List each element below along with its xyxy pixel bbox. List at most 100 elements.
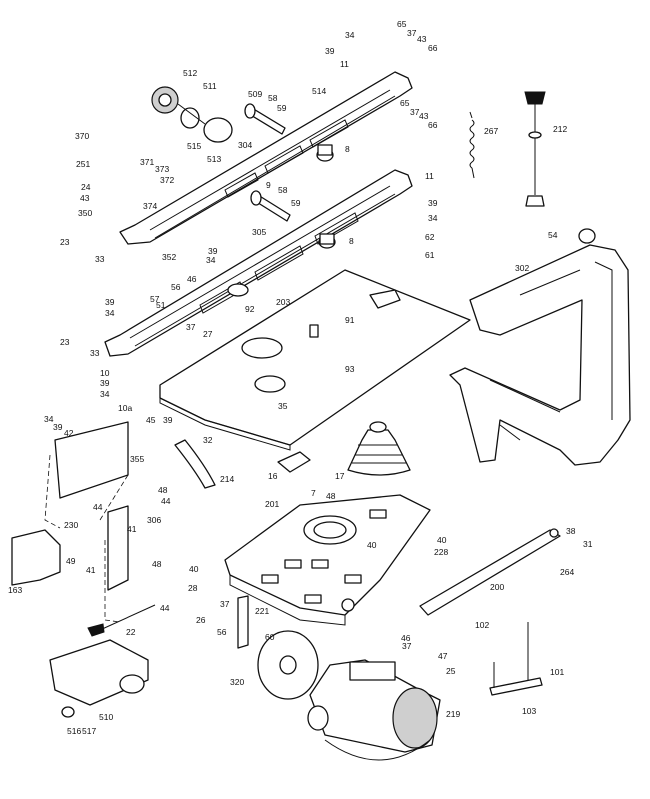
part-label: 92 [245,304,255,314]
base-201 [224,494,431,616]
part-label: 371 [140,157,154,167]
part-label: 93 [345,364,355,374]
part-label: 56 [217,627,227,637]
part-label: 34 [105,308,115,318]
part-label: 43 [80,193,90,203]
part-label: 28 [188,583,198,593]
part-label: 44 [93,502,103,512]
part-label: 49 [66,556,76,566]
part-label: 201 [265,499,279,509]
part-label: 517 [82,726,96,736]
part-label: 39 [100,378,110,388]
part-label: 373 [155,164,169,174]
part-label: 61 [425,250,435,260]
part-label: 66 [428,43,438,53]
bracket-306 [107,505,129,591]
part-label: 59 [291,198,301,208]
part-label: 7 [311,488,316,498]
part-label: 58 [268,93,278,103]
part-label: 44 [161,496,171,506]
part-label: 305 [252,227,266,237]
part-label: 34 [345,30,355,40]
part-label: 37 [410,107,420,117]
part-label: 26 [196,615,206,625]
part-label: 66 [428,120,438,130]
clamp-510 [49,639,149,706]
part-label: 48 [158,485,168,495]
part-label: 62 [425,232,435,242]
part-label: 10a [118,403,132,413]
part-label: 264 [560,567,574,577]
part-label: 51 [156,300,166,310]
part-label: 41 [86,565,96,575]
part-label: 103 [522,706,536,716]
part-label: 8 [345,144,350,154]
part-label: 39 [208,246,218,256]
part-label: 24 [81,182,91,192]
part-label: 91 [345,315,355,325]
part-label: 17 [335,471,345,481]
part-label: 16 [268,471,278,481]
part-label: 306 [147,515,161,525]
part-label: 219 [446,709,460,719]
part-label: 57 [150,294,160,304]
spring-267 [469,111,475,179]
part-label: 304 [238,140,252,150]
part-label: 39 [325,46,335,56]
part-label: 203 [276,297,290,307]
cam-511 [203,117,233,143]
part-label: 38 [566,526,576,536]
part-label: 101 [550,667,564,677]
part-label: 43 [417,34,427,44]
part-label: 42 [64,428,74,438]
part-label: 33 [90,348,100,358]
part-label: 31 [583,539,593,549]
part-label: 221 [255,606,269,616]
part-label: 200 [490,582,504,592]
part-label: 374 [143,201,157,211]
part-label: 9 [266,180,271,190]
part-label: 352 [162,252,176,262]
part-label: 350 [78,208,92,218]
part-label: 47 [438,651,448,661]
part-label: 54 [548,230,558,240]
part-label: 511 [203,81,217,91]
arm-200 [419,529,561,616]
frame-302 [449,244,631,466]
part-label: 8 [349,236,354,246]
part-label: 11 [425,171,434,181]
part-label: 40 [367,540,377,550]
part-label: 512 [183,68,197,78]
part-label: 39 [163,415,173,425]
part-label: 48 [326,491,336,501]
part-label: 37 [402,641,412,651]
part-label: 10 [100,368,110,378]
part-label: 514 [312,86,326,96]
part-label: 267 [484,126,498,136]
part-label: 60 [265,632,275,642]
part-label: 513 [207,154,221,164]
part-label: 39 [53,422,63,432]
part-label: 37 [220,599,230,609]
part-label: 39 [105,297,115,307]
part-label: 515 [187,141,201,151]
part-label: 40 [437,535,447,545]
part-label: 509 [248,89,262,99]
block-16 [277,451,311,473]
part-label: 48 [152,559,162,569]
part-label: 40 [189,564,199,574]
part-label: 23 [60,337,70,347]
part-label: 34 [44,414,54,424]
part-label: 41 [127,524,137,534]
part-label: 212 [553,124,567,134]
part-label: 11 [340,59,349,69]
part-label: 23 [60,237,70,247]
part-label: 372 [160,175,174,185]
part-label: 355 [130,454,144,464]
part-label: 22 [126,627,136,637]
part-label: 44 [160,603,170,613]
upper-arm-304 [119,71,413,245]
part-label: 32 [203,435,213,445]
part-label: 34 [206,255,216,265]
